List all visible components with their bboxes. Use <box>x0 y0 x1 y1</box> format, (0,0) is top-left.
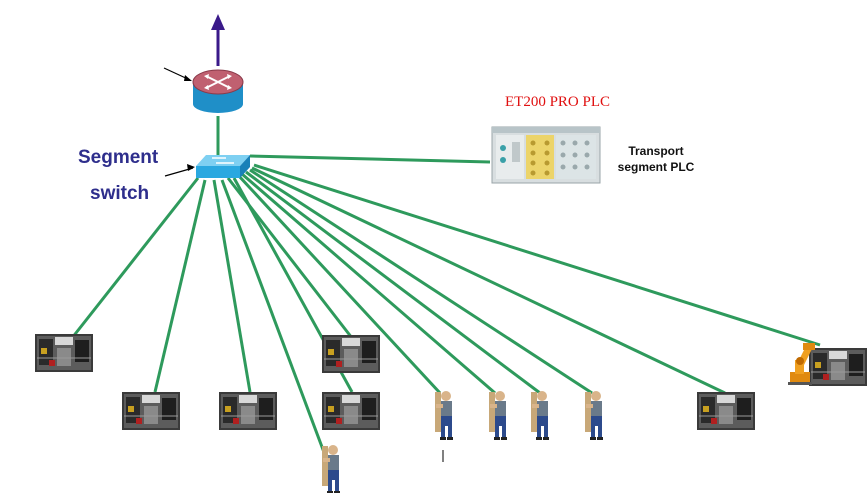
machine-station-icon[interactable] <box>321 391 381 431</box>
devices <box>34 333 867 493</box>
link-12 <box>253 163 821 347</box>
transport-label-line2: segment PLC <box>617 160 695 174</box>
link-2 <box>153 179 207 393</box>
worker-icon[interactable] <box>435 391 453 440</box>
machine-station-icon[interactable] <box>696 391 756 431</box>
network-switch-icon[interactable] <box>196 155 250 178</box>
segment-switch-label: Segment switch <box>78 140 178 212</box>
link-4 <box>220 179 327 456</box>
router-icon[interactable] <box>192 69 244 113</box>
worker-icon[interactable] <box>531 391 549 440</box>
link-plc <box>249 154 491 164</box>
robot-arm-icon[interactable] <box>788 343 815 385</box>
machine-station-icon[interactable] <box>34 333 94 373</box>
worker-icon[interactable] <box>489 391 507 440</box>
transport-plc-label: Transport segment PLC <box>606 143 706 175</box>
link-10 <box>249 168 593 395</box>
link-8 <box>241 172 496 395</box>
segment-label-line2: switch <box>90 183 150 204</box>
machine-station-icon[interactable] <box>321 334 381 374</box>
machine-station-icon[interactable] <box>808 347 867 387</box>
worker-icon[interactable] <box>322 445 340 493</box>
uplink-arrowhead <box>211 14 225 30</box>
worker-icon[interactable] <box>585 391 603 440</box>
links <box>70 154 821 456</box>
link-1 <box>70 177 200 339</box>
link-11 <box>251 166 726 395</box>
link-7 <box>236 173 442 395</box>
transport-label-line1: Transport <box>628 144 684 158</box>
segment-label-line1: Segment <box>78 147 159 168</box>
plc-module-icon[interactable] <box>491 126 601 184</box>
machine-station-icon[interactable] <box>121 391 181 431</box>
machine-station-icon[interactable] <box>218 391 278 431</box>
link-3 <box>212 179 252 393</box>
link-9 <box>245 170 541 395</box>
router-pointer-head <box>184 75 192 81</box>
switch-pointer-head <box>187 164 195 171</box>
plc-model-label: ET200 PRO PLC <box>505 94 611 110</box>
